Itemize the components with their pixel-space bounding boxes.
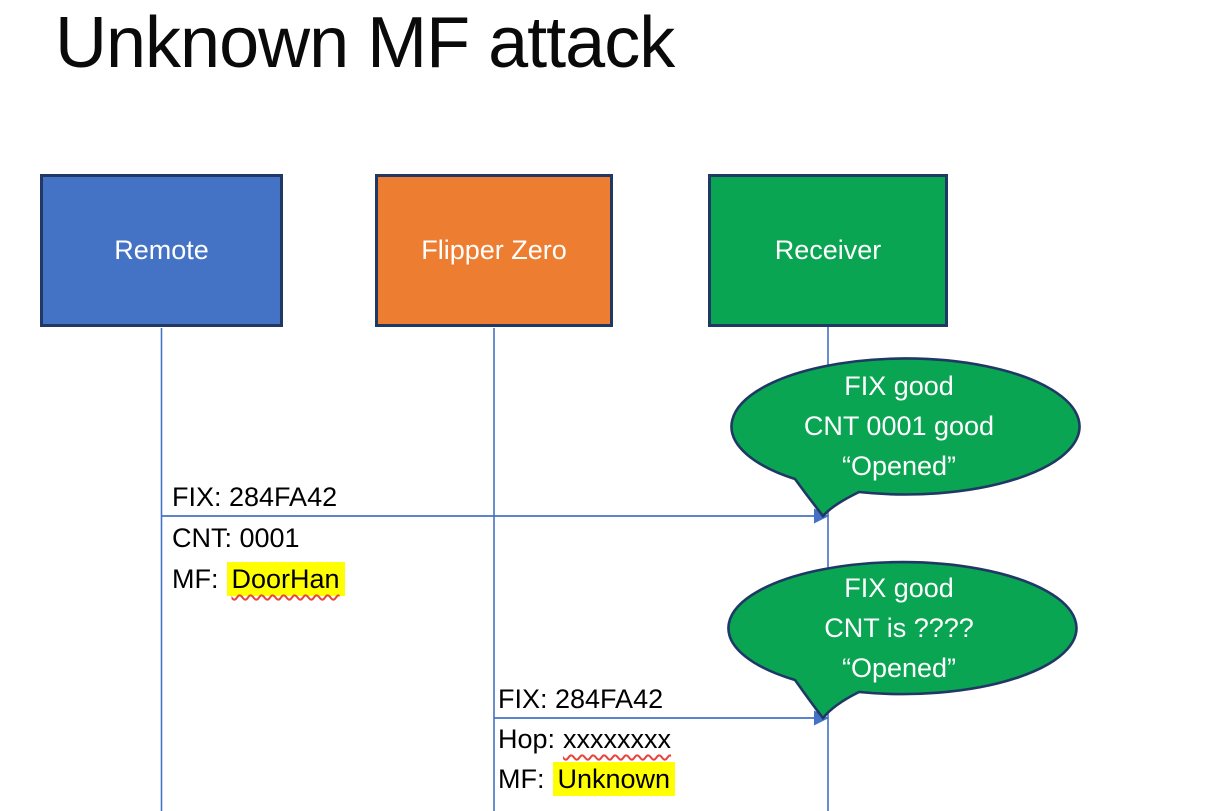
actor-label-remote: Remote (114, 235, 209, 265)
callout2-line-opened: “Opened” (841, 653, 957, 683)
callout1-line-fix: FIX good (844, 371, 954, 401)
actor-box-flipper-zero: Flipper Zero (375, 174, 613, 327)
message-flipper-to-receiver-labels: FIX: 284FA42 Hop:xxxxxxxx MF:Unknown (498, 679, 676, 799)
callout1-line-opened: “Opened” (841, 451, 957, 481)
message1-mf-prefix: MF: (172, 564, 219, 594)
message2-mf-value-highlighted: Unknown (552, 762, 676, 796)
callout-2-text: FIX good CNT is ???? “Opened” (725, 568, 1073, 688)
slide-title: Unknown MF attack (55, 3, 675, 83)
actor-label-receiver: Receiver (774, 235, 882, 265)
callout1-line-cnt: CNT 0001 good (803, 411, 995, 441)
actor-box-remote: Remote (40, 174, 283, 327)
callout-bubble-1 (730, 357, 1081, 519)
callout2-line-fix: FIX good (844, 573, 954, 603)
message-remote-to-receiver-labels: FIX: 284FA42 CNT: 0001 MF:DoorHan (172, 477, 345, 600)
message1-cnt-line: CNT: 0001 (172, 523, 300, 553)
message1-mf-line: MF:DoorHan (172, 559, 345, 600)
message2-hop-line: Hop:xxxxxxxx (498, 719, 675, 759)
message2-fix-line: FIX: 284FA42 (498, 684, 664, 714)
message1-mf-value-highlighted: DoorHan (226, 562, 345, 596)
actor-label-flipper-zero: Flipper Zero (421, 235, 567, 265)
message2-mf-prefix: MF: (498, 764, 545, 794)
message2-hop-prefix: Hop: (498, 724, 556, 754)
message2-mf-line: MF:Unknown (498, 759, 676, 799)
callout-1-text: FIX good CNT 0001 good “Opened” (725, 366, 1073, 486)
callout-bubble-2 (727, 560, 1078, 721)
message1-fix-line: FIX: 284FA42 (172, 482, 338, 512)
actor-box-receiver: Receiver (708, 174, 948, 327)
callout2-line-cnt: CNT is ???? (824, 613, 974, 643)
message2-hop-value: xxxxxxxx (563, 724, 672, 754)
